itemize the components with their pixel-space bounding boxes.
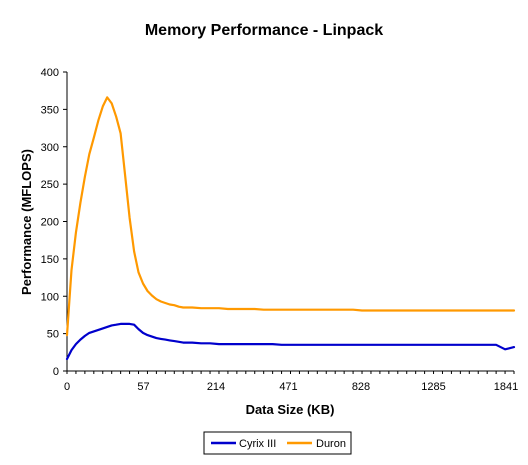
y-tick-label: 350 bbox=[41, 104, 59, 116]
legend: Cyrix III Duron bbox=[203, 431, 352, 455]
legend-label-duron: Duron bbox=[316, 438, 346, 450]
series-line-cyrix-iii bbox=[65, 322, 516, 361]
x-tick-label: 471 bbox=[279, 381, 297, 393]
y-tick-label: 150 bbox=[41, 254, 59, 266]
series-line-duron bbox=[65, 96, 516, 337]
x-tick-label: 1841 bbox=[494, 381, 518, 393]
x-tick-label: 1285 bbox=[421, 381, 445, 393]
legend-label-cyrix: Cyrix III bbox=[239, 438, 276, 450]
x-tick-label: 828 bbox=[352, 381, 370, 393]
series-lines bbox=[65, 96, 516, 361]
y-ticks: 0 50 100 150 200 250 300 350 400 bbox=[41, 67, 67, 378]
y-tick-label: 50 bbox=[47, 329, 59, 341]
y-tick-label: 200 bbox=[41, 217, 59, 229]
y-tick-label: 250 bbox=[41, 179, 59, 191]
x-tick-label: 214 bbox=[207, 381, 225, 393]
x-axis-label: Data Size (KB) bbox=[246, 402, 335, 417]
y-tick-label: 300 bbox=[41, 142, 59, 154]
y-tick-label: 0 bbox=[53, 366, 59, 378]
chart-title: Memory Performance - Linpack bbox=[145, 22, 383, 39]
y-tick-label: 100 bbox=[41, 291, 59, 303]
y-axis-label: Performance (MFLOPS) bbox=[19, 149, 34, 295]
y-tick-label: 400 bbox=[41, 67, 59, 79]
x-tick-label: 57 bbox=[137, 381, 149, 393]
x-tick-label: 0 bbox=[64, 381, 70, 393]
legend-box bbox=[203, 431, 352, 455]
x-ticks: 0 57 214 471 828 1285 1841 bbox=[64, 371, 518, 393]
